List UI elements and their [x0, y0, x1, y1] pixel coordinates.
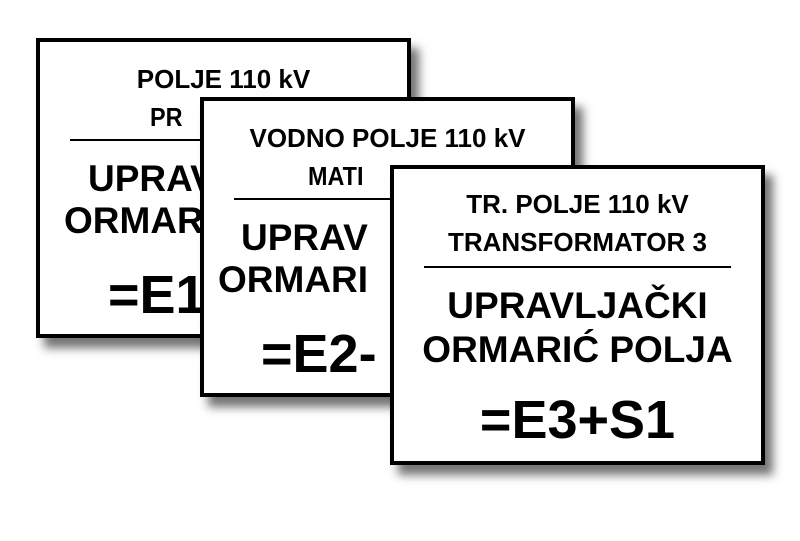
- plate-line2: TRANSFORMATOR 3: [447, 227, 708, 257]
- plate-title2: ORMAR: [64, 200, 204, 241]
- plate-line1: POLJE 110 kV: [136, 64, 311, 94]
- plate-line1: TR. POLJE 110 kV: [466, 189, 689, 219]
- label-plate-e3: TR. POLJE 110 kV TRANSFORMATOR 3 UPRAVLJ…: [390, 165, 765, 465]
- plate-line2: MATI: [308, 161, 364, 191]
- plate-title1: UPRAVLJAČKI: [447, 285, 708, 326]
- plate-title1: UPRAV: [241, 217, 368, 258]
- plate-line1: VODNO POLJE 110 kV: [249, 123, 526, 153]
- plate-code: =E2-: [261, 324, 377, 384]
- plate-code: =E1: [108, 265, 206, 325]
- label-plate-e2: VODNO POLJE 110 kV MATI UPRAV ORMARI =E2…: [200, 97, 575, 397]
- plate-title1: UPRAV: [88, 158, 215, 199]
- plate-title2: ORMARIĆ POLJA: [422, 329, 733, 370]
- plate-line2: PR: [150, 102, 183, 132]
- divider: [424, 266, 731, 268]
- plate-code: =E3+S1: [479, 390, 676, 450]
- divider: [234, 198, 541, 200]
- plate-title2: ORMARI: [218, 259, 369, 300]
